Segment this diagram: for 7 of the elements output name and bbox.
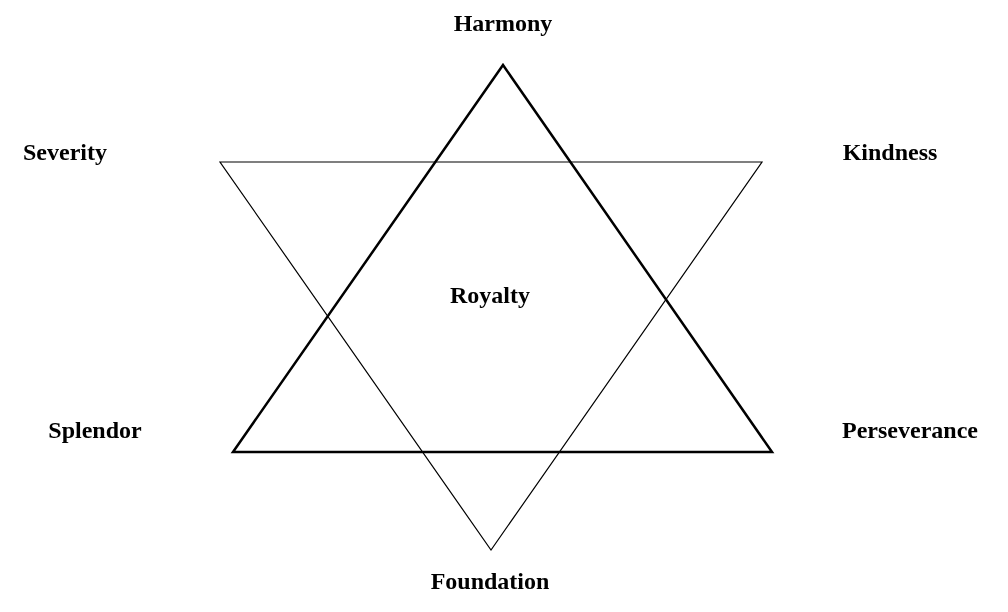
point-label: Harmony: [453, 9, 553, 37]
point-label: Splendor: [48, 416, 142, 444]
point-label: Severity: [23, 138, 107, 166]
point-label: Perseverance: [842, 416, 978, 444]
center-label: Royalty: [450, 281, 530, 309]
point-label: Foundation: [430, 567, 550, 595]
point-label: Kindness: [842, 138, 938, 166]
